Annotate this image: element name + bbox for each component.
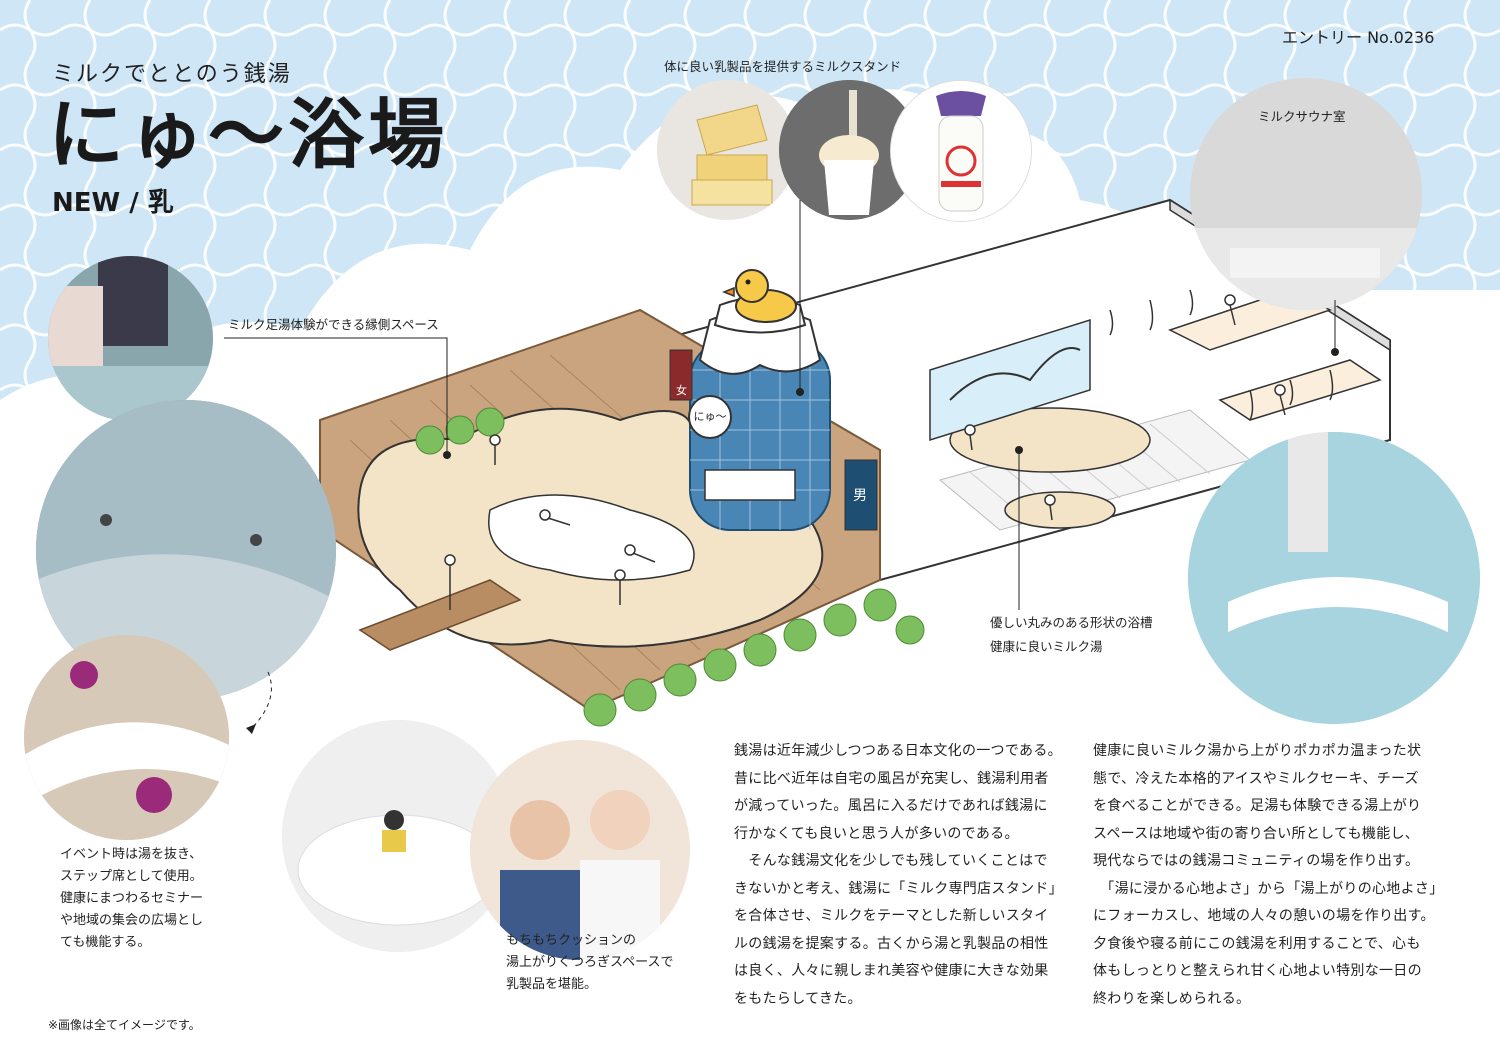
footbath-photo <box>48 256 213 421</box>
event-caption: イベント時は湯を抜き、 ステップ席として使用。 健康にまつわるセミナー や地域の… <box>60 847 204 950</box>
cheese-photo <box>657 80 797 220</box>
water-plaza-photo <box>36 400 336 700</box>
event-steps-photo <box>24 635 229 840</box>
milk-sauna-label: ミルクサウナ室 <box>1258 109 1346 124</box>
rubber-duck-icon <box>722 269 797 323</box>
women-sign: 女 <box>676 384 687 397</box>
bath-label-line2: 健康に良いミルク湯 <box>990 639 1103 654</box>
tower-sign: にゅ〜 <box>688 395 732 439</box>
milk-bottle-photo <box>890 80 1032 222</box>
bath-label-line1: 優しい丸みのある形状の浴槽 <box>990 615 1153 630</box>
entry-number: エントリー No.0236 <box>1282 28 1435 47</box>
pool-photo <box>1188 432 1480 724</box>
page-title: にゅ〜浴場 <box>48 90 448 179</box>
body-column-2: 健康に良いミルク湯から上がりポカポカ温まった状 態で、冷えた本格的アイスやミルク… <box>1093 743 1444 1007</box>
page-subtitle: ミルクでととのう銭湯 <box>52 62 292 87</box>
men-sign: 男 <box>853 488 867 504</box>
footnote: ※画像は全てイメージです。 <box>48 1018 201 1032</box>
cushion-caption: もちもちクッションの 湯上がりくつろぎスペースで 乳製品を堪能。 <box>506 933 674 992</box>
page-tagline: NEW / 乳 <box>52 188 174 218</box>
body-column-1: 銭湯は近年減少しつつある日本文化の一つである。 昔に比べ近年は自宅の風呂が充実し… <box>734 743 1063 1007</box>
footbath-label: ミルク足湯体験ができる縁側スペース <box>228 317 439 332</box>
milk-stand-label: 体に良い乳製品を提供するミルクスタンド <box>664 59 902 74</box>
